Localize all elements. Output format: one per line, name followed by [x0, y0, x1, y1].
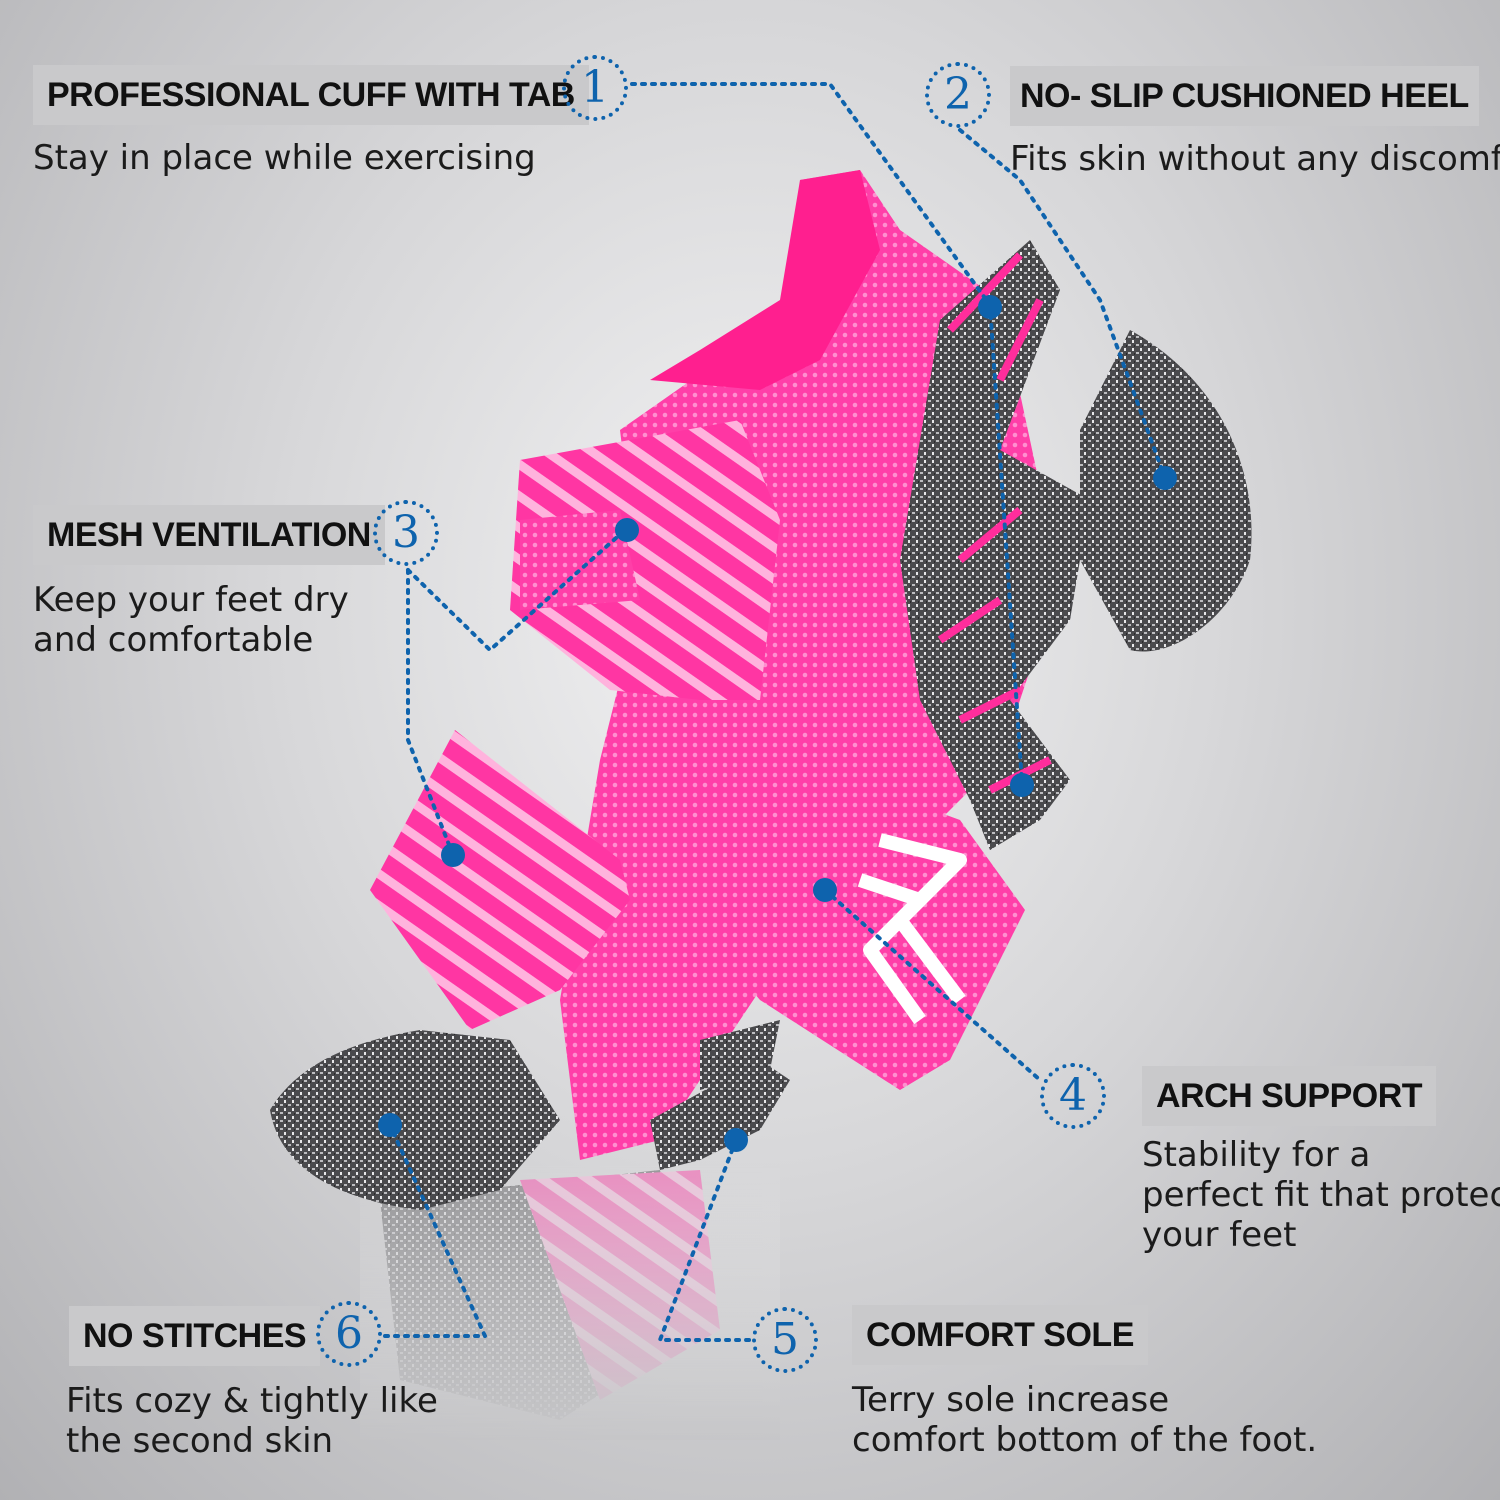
feature-4-line-3: your feet — [1142, 1215, 1297, 1255]
leader-1b — [988, 303, 1024, 785]
feature-2-description: Fits skin without any discomfort — [1010, 139, 1500, 179]
feature-1-title: PROFESSIONAL CUFF WITH TAB — [33, 65, 589, 125]
feature-4-description: Stability for a perfect fit that protect… — [1142, 1135, 1500, 1255]
mesh-panel-arch — [700, 740, 1025, 1090]
feature-6-title: NO STITCHES — [69, 1306, 321, 1366]
feature-6-description: Fits cozy & tightly like the second skin — [66, 1381, 438, 1461]
dot-mesh-left — [441, 843, 465, 867]
feature-4-line-2: perfect fit that protect — [1142, 1175, 1500, 1215]
sock-body — [270, 170, 1252, 1210]
feature-1-description: Stay in place while exercising — [33, 138, 536, 178]
mesh-panel-upper-detail — [520, 510, 640, 610]
dot-heel — [1153, 466, 1177, 490]
feature-4-line-1: Stability for a — [1142, 1135, 1371, 1175]
arch-chevrons — [857, 833, 967, 1025]
dot-sole — [724, 1128, 748, 1152]
feature-5-title: COMFORT SOLE — [852, 1305, 1148, 1365]
leader-3 — [406, 528, 627, 653]
mesh-panel-upper — [510, 420, 780, 700]
leader-1 — [630, 82, 992, 307]
feature-3-line-1: Keep your feet dry — [33, 580, 349, 620]
feature-2-number: 2 — [925, 62, 991, 128]
feature-5-description: Terry sole increase comfort bottom of th… — [852, 1380, 1317, 1460]
feature-4-title: ARCH SUPPORT — [1142, 1066, 1437, 1126]
leader-4 — [823, 888, 1042, 1082]
dot-cuff-lower — [1010, 773, 1034, 797]
leader-5 — [657, 1138, 754, 1342]
feature-6-line-2: the second skin — [66, 1421, 334, 1461]
feature-2-line-1: Fits skin without any discomfort — [1010, 139, 1500, 179]
feature-5-number: 5 — [752, 1307, 818, 1373]
feature-4-number: 4 — [1040, 1063, 1106, 1129]
dot-arch — [813, 878, 837, 902]
dot-cuff — [978, 295, 1002, 319]
feature-5-line-1: Terry sole increase — [852, 1380, 1170, 1420]
leader-2 — [958, 128, 1167, 480]
feature-1-line-1: Stay in place while exercising — [33, 138, 536, 178]
leader-lines — [383, 82, 1167, 1342]
leader-6 — [383, 1123, 489, 1338]
feature-3-number: 3 — [373, 500, 439, 566]
dot-mesh-upper — [615, 518, 639, 542]
feature-6-number: 6 — [316, 1301, 382, 1367]
feature-1-number: 1 — [562, 55, 628, 121]
leader-3b — [406, 568, 455, 857]
feature-5-line-2: comfort bottom of the foot. — [852, 1420, 1318, 1460]
feature-3-title: MESH VENTILATION — [33, 505, 385, 565]
feature-2-title: NO- SLIP CUSHIONED HEEL — [1010, 66, 1479, 126]
callout-dots — [378, 295, 1177, 1152]
feature-6-line-1: Fits cozy & tightly like — [66, 1381, 438, 1421]
feature-3-description: Keep your feet dry and comfortable — [33, 580, 349, 660]
feature-3-line-2: and comfortable — [33, 620, 314, 660]
dot-toe — [378, 1113, 402, 1137]
